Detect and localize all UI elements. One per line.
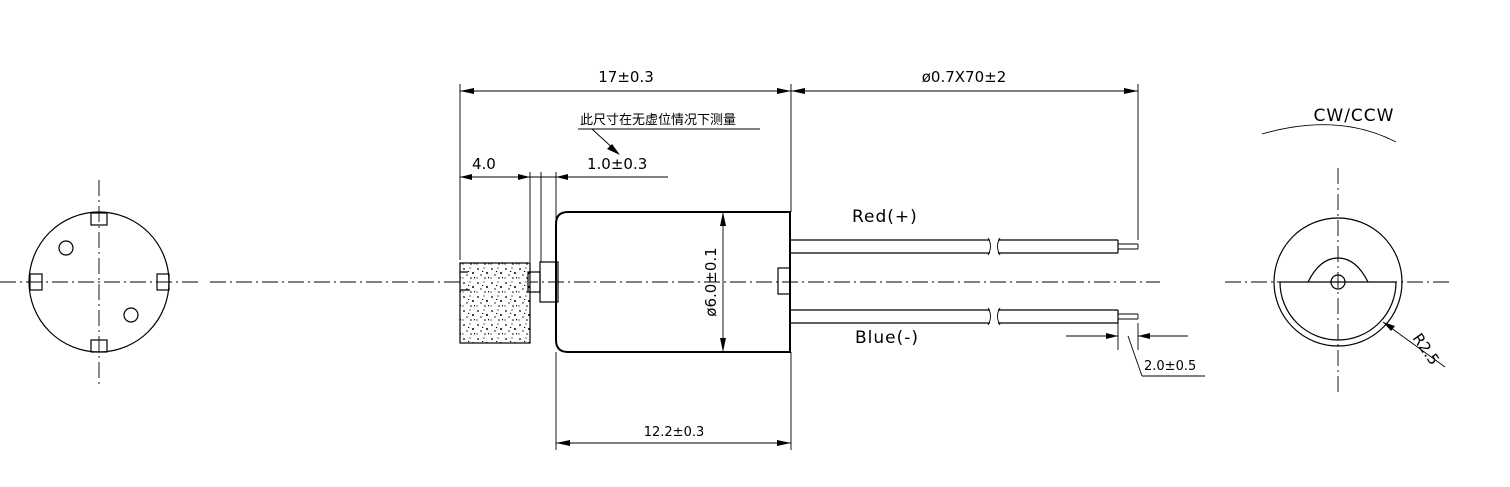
front-tab-left xyxy=(29,273,43,291)
dim-wire-spec: ø0.7X70±2 xyxy=(922,68,1007,86)
rear-cover-plate xyxy=(1279,281,1397,341)
dim-gap: 1.0±0.3 xyxy=(587,155,647,173)
dim-radius: R2.5 xyxy=(1409,330,1443,368)
front-hole-2 xyxy=(123,307,139,323)
dim-body-diameter: ø6.0±0.1 xyxy=(702,247,720,316)
rotation-label: CW/CCW xyxy=(1314,106,1395,126)
blue-wire xyxy=(790,307,1139,326)
front-end-view xyxy=(0,180,200,384)
rear-terminal xyxy=(777,267,791,295)
red-wire xyxy=(790,237,1139,256)
radius-leader xyxy=(1382,321,1446,368)
front-hole-1 xyxy=(58,240,74,256)
weight-shaft-bore xyxy=(460,271,470,291)
dim-strip-length: 2.0±0.5 xyxy=(1144,359,1196,374)
rear-end-view: CW/CCW R2.5 xyxy=(1225,106,1450,396)
dim-overall-length: 17±0.3 xyxy=(598,68,654,86)
rear-terminal-hole xyxy=(1330,274,1346,290)
motor-body xyxy=(555,211,791,353)
dimension-lines xyxy=(459,84,1205,450)
side-view: Red(+) Blue(-) xyxy=(210,207,1160,353)
blue-wire-label: Blue(-) xyxy=(855,328,919,348)
red-wire-label: Red(+) xyxy=(852,207,918,227)
rear-terminal-block xyxy=(1307,257,1369,283)
front-tab-bottom xyxy=(90,339,108,353)
dim-note: 此尺寸在无虚位情况下测量 xyxy=(580,113,736,128)
eccentric-weight xyxy=(459,262,531,344)
dim-body-length: 12.2±0.3 xyxy=(644,425,705,440)
rotation-arc xyxy=(1261,124,1397,143)
bearing-boss xyxy=(539,261,559,303)
front-tab-top xyxy=(90,212,108,226)
rear-view-outline xyxy=(1273,217,1403,347)
front-tab-right xyxy=(156,273,170,291)
dim-shaft-length: 4.0 xyxy=(472,155,496,173)
dimension-texts: 17±0.3 ø0.7X70±2 此尺寸在无虚位情况下测量 4.0 1.0±0.… xyxy=(472,68,1196,440)
